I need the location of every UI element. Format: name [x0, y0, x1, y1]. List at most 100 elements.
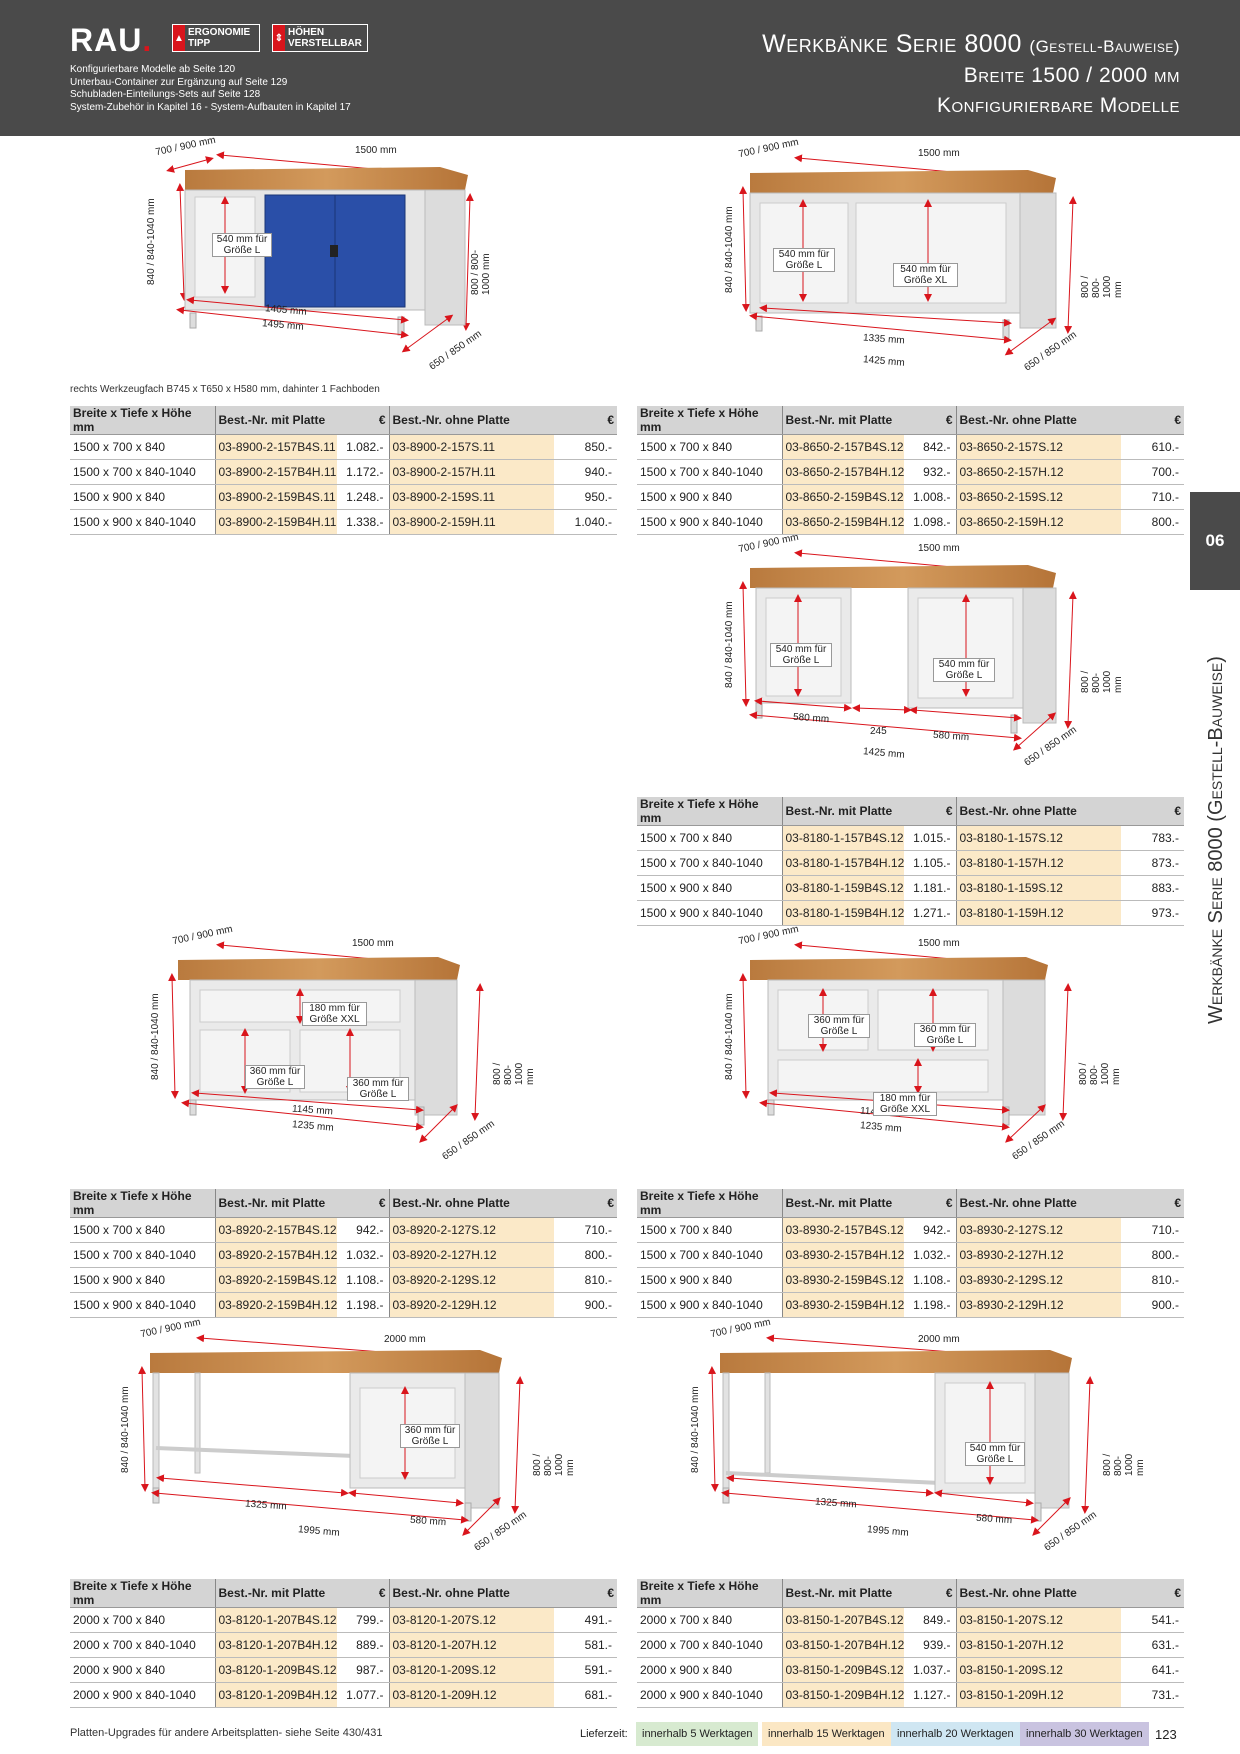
price-without-top: 810.-	[554, 1267, 617, 1293]
price-without-top: 940.-	[554, 459, 617, 485]
size-cell: 1500 x 900 x 840	[70, 1267, 215, 1293]
column-header: Best.-Nr. mit Platte	[781, 406, 904, 435]
size-cell: 1500 x 900 x 840-1040	[70, 1292, 215, 1318]
order-number-without-top: 03-8120-1-207S.12	[388, 1607, 554, 1633]
column-header: Best.-Nr. ohne Platte	[955, 406, 1121, 435]
workbench-figure-8650: 700 / 900 mm 1500 mm 840 / 840-1040 mm 8…	[724, 137, 1124, 388]
order-number-without-top: 03-8120-1-209S.12	[388, 1657, 554, 1683]
rau-logo: RAU.	[70, 22, 153, 58]
price-with-top: 849.-	[904, 1607, 956, 1633]
order-number-with-top: 03-8930-2-159B4H.12	[781, 1292, 904, 1318]
compartment-label-left: 360 mm für Größe L	[245, 1065, 305, 1089]
order-number-with-top: 03-8120-1-207B4H.12	[214, 1632, 337, 1658]
order-number-with-top: 03-8180-1-157B4S.12	[781, 825, 904, 851]
price-without-top: 950.-	[554, 484, 617, 510]
order-number-without-top: 03-8180-1-157S.12	[955, 825, 1121, 851]
order-number-with-top: 03-8150-1-209B4S.12	[781, 1657, 904, 1683]
order-number-with-top: 03-8180-1-159B4H.12	[781, 900, 904, 926]
price-without-top: 900.-	[554, 1292, 617, 1318]
price-with-top: 1.082.-	[337, 434, 389, 460]
order-number-with-top: 03-8650-2-159B4S.12	[781, 484, 904, 510]
compartment-label-right: 540 mm für Größe XL	[893, 263, 958, 287]
dim-height-left: 840 / 840-1040 mm	[120, 1386, 131, 1473]
chapter-tab: 06	[1190, 492, 1240, 590]
dim-width: 2000 mm	[384, 1334, 426, 1345]
compartment-label: 360 mm für Größe L	[400, 1424, 460, 1448]
price-without-top: 800.-	[554, 1242, 617, 1268]
order-number-without-top: 03-8650-2-159H.12	[955, 509, 1121, 535]
dim-width: 2000 mm	[918, 1334, 960, 1345]
price-without-top: 731.-	[1121, 1682, 1184, 1708]
order-number-without-top: 03-8900-2-157S.11	[388, 434, 554, 460]
column-header: Breite x Tiefe x Höhe mm	[70, 406, 215, 435]
price-with-top: 1.172.-	[337, 459, 389, 485]
chapter-title-vertical: Werkbänke Serie 8000 (Gestell-Bauweise)	[1205, 656, 1227, 1024]
price-with-top: 1.338.-	[337, 509, 389, 535]
size-cell: 1500 x 700 x 840	[70, 434, 215, 460]
column-header: Best.-Nr. mit Platte	[781, 1189, 904, 1218]
dim-height-right: 800 / 800-1000 mm	[470, 249, 492, 295]
order-number-without-top: 03-8120-1-207H.12	[388, 1632, 554, 1658]
lieferzeit-label: Lieferzeit:	[580, 1728, 628, 1740]
order-number-with-top: 03-8920-2-159B4S.12	[214, 1267, 337, 1293]
workbench-figure-8180: 700 / 900 mm 1500 mm 840 / 840-1040 mm 8…	[724, 532, 1124, 783]
price-without-top: 900.-	[1121, 1292, 1184, 1318]
info-lines: Konfigurierbare Modelle ab Seite 120 Unt…	[70, 64, 351, 113]
page-subtitle: Breite 1500 / 2000 mm	[963, 64, 1180, 87]
price-with-top: 1.198.-	[337, 1292, 389, 1318]
price-without-top: 1.040.-	[554, 509, 617, 535]
price-without-top: 681.-	[554, 1682, 617, 1708]
dim-height-right: 800 / 800-1000 mm	[532, 1453, 576, 1476]
order-number-with-top: 03-8900-2-159B4H.11	[214, 509, 337, 535]
order-number-with-top: 03-8900-2-157B4S.11	[214, 434, 337, 460]
price-without-top: 800.-	[1121, 509, 1184, 535]
order-number-with-top: 03-8920-2-159B4H.12	[214, 1292, 337, 1318]
order-number-with-top: 03-8120-1-207B4S.12	[214, 1607, 337, 1633]
price-without-top: 873.-	[1121, 850, 1184, 876]
order-number-without-top: 03-8930-2-129H.12	[955, 1292, 1121, 1318]
price-with-top: 1.077.-	[337, 1682, 389, 1708]
price-without-top: 710.-	[554, 1217, 617, 1243]
price-without-top: 631.-	[1121, 1632, 1184, 1658]
column-header: €	[904, 797, 956, 826]
price-with-top: 1.008.-	[904, 484, 956, 510]
price-with-top: 1.108.-	[337, 1267, 389, 1293]
price-with-top: 942.-	[337, 1217, 389, 1243]
price-with-top: 1.271.-	[904, 900, 956, 926]
price-with-top: 987.-	[337, 1657, 389, 1683]
compartment-label: 540 mm für Größe L	[212, 233, 272, 257]
order-number-with-top: 03-8930-2-157B4S.12	[781, 1217, 904, 1243]
price-with-top: 1.181.-	[904, 875, 956, 901]
size-cell: 1500 x 900 x 840-1040	[70, 509, 215, 535]
order-number-without-top: 03-8150-1-209H.12	[955, 1682, 1121, 1708]
workbench-figure-8920: 700 / 900 mm 1500 mm 840 / 840-1040 mm 8…	[150, 924, 536, 1175]
column-header: Breite x Tiefe x Höhe mm	[70, 1189, 215, 1218]
price-with-top: 939.-	[904, 1632, 956, 1658]
order-number-without-top: 03-8900-2-157H.11	[388, 459, 554, 485]
compartment-label-top: 180 mm für Größe XXL	[302, 1002, 367, 1026]
dim-width: 1500 mm	[355, 145, 397, 156]
price-with-top: 1.032.-	[904, 1242, 956, 1268]
price-with-top: 1.105.-	[904, 850, 956, 876]
column-header: Best.-Nr. mit Platte	[214, 1579, 337, 1608]
price-without-top: 610.-	[1121, 434, 1184, 460]
order-number-with-top: 03-8120-1-209B4H.12	[214, 1682, 337, 1708]
compartment-label-right: 360 mm für Größe L	[347, 1077, 409, 1101]
price-with-top: 842.-	[904, 434, 956, 460]
order-number-with-top: 03-8900-2-159B4S.11	[214, 484, 337, 510]
dim-height-right: 800 / 800-1000 mm	[1080, 275, 1124, 298]
column-header: Best.-Nr. ohne Platte	[388, 406, 554, 435]
